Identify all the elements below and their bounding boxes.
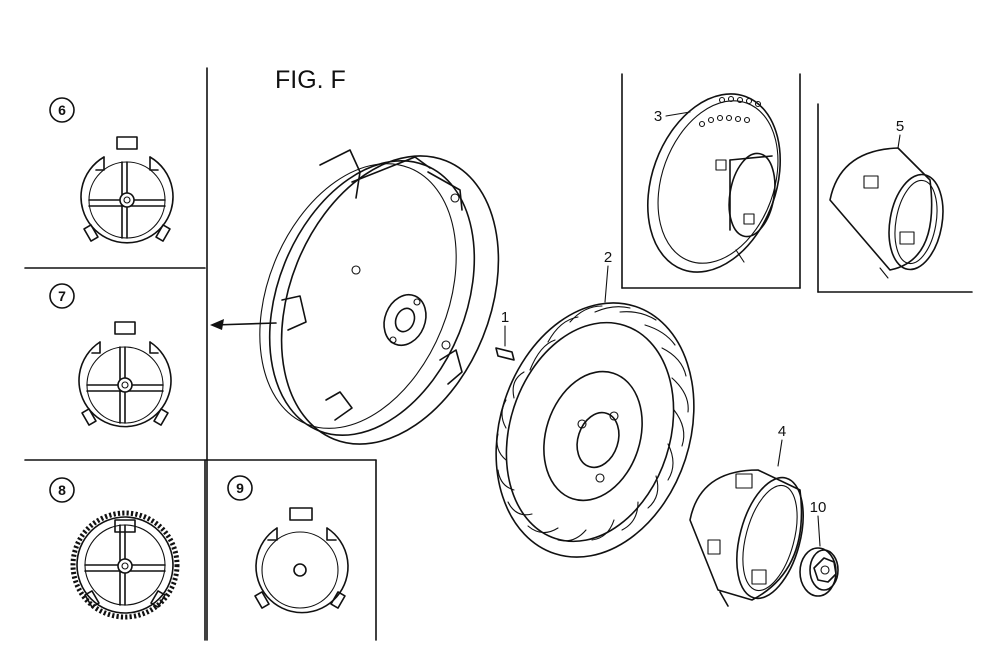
callout-3: 3: [654, 108, 662, 125]
variant-7-pulley: 7: [49, 283, 172, 428]
callout-4: 4: [778, 423, 786, 440]
callout-10: 10: [810, 499, 827, 516]
variant-8-ring-gear: 8: [49, 477, 180, 620]
variant-7-label: 7: [58, 288, 66, 304]
panel-frames: [24, 67, 973, 641]
variant-6-pulley: 6: [49, 97, 174, 244]
callout-1: 1: [501, 309, 509, 326]
part-4-starter-pulley: 4: [689, 423, 804, 607]
variant-9-label: 9: [236, 480, 244, 496]
variant-8-label: 8: [58, 482, 66, 498]
fan-blades: [496, 305, 689, 542]
part-5-cup: 5: [829, 118, 944, 279]
part-1-key: 1: [495, 309, 515, 361]
variant-6-label: 6: [58, 102, 66, 118]
direction-arrow: [210, 319, 277, 330]
rotor-housing: [259, 149, 500, 445]
variant-9-pulley: 9: [227, 475, 349, 614]
figure-title: FIG. F: [275, 66, 346, 94]
part-10-nut: 10: [799, 499, 839, 597]
recoil-holes: [698, 95, 762, 128]
callout-2: 2: [604, 249, 612, 266]
part-2-fan: 2: [495, 249, 695, 558]
callout-5: 5: [896, 118, 904, 135]
part-3-recoil-cup: 3: [646, 93, 782, 273]
